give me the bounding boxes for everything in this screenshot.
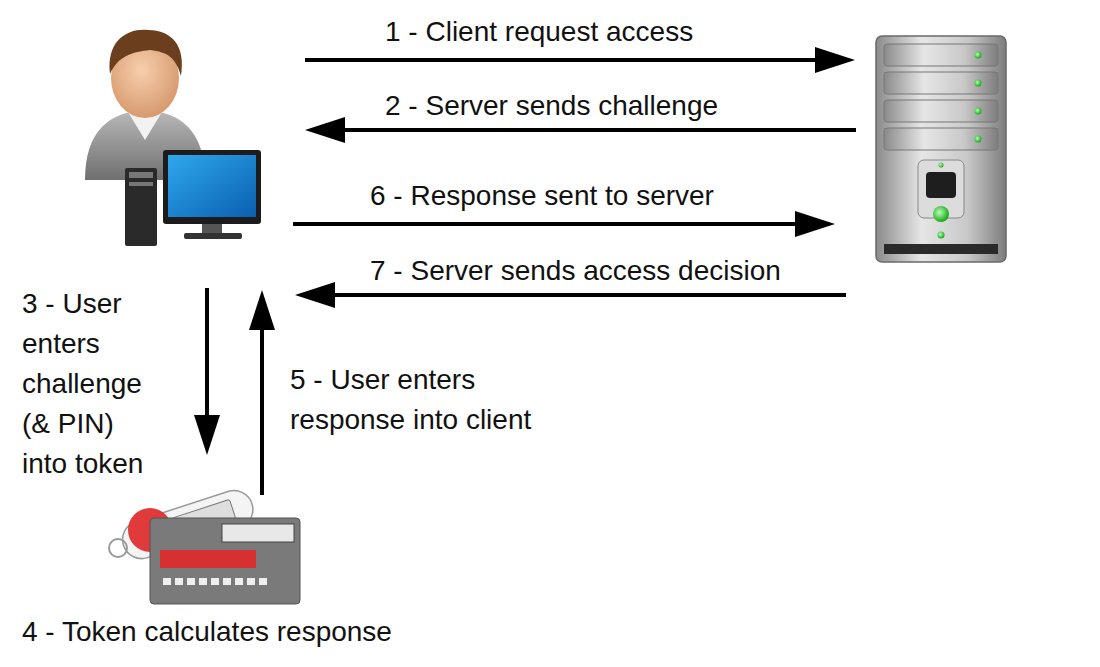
server-icon: [876, 36, 1006, 262]
flow-arrows: [194, 47, 856, 495]
step-label: 2 - Server sends challenge: [385, 90, 718, 122]
step-label: 5 - User enters response into client: [290, 360, 580, 440]
token-icon: [109, 486, 300, 604]
step-label: 1 - Client request access: [385, 16, 693, 48]
step-label: 7 - Server sends access decision: [370, 255, 781, 287]
step-label: 4 - Token calculates response: [22, 616, 392, 648]
computer-icon: [125, 150, 261, 246]
step-label: 6 - Response sent to server: [370, 180, 714, 212]
step-label: 3 - User enters challenge (& PIN) into t…: [22, 284, 162, 484]
